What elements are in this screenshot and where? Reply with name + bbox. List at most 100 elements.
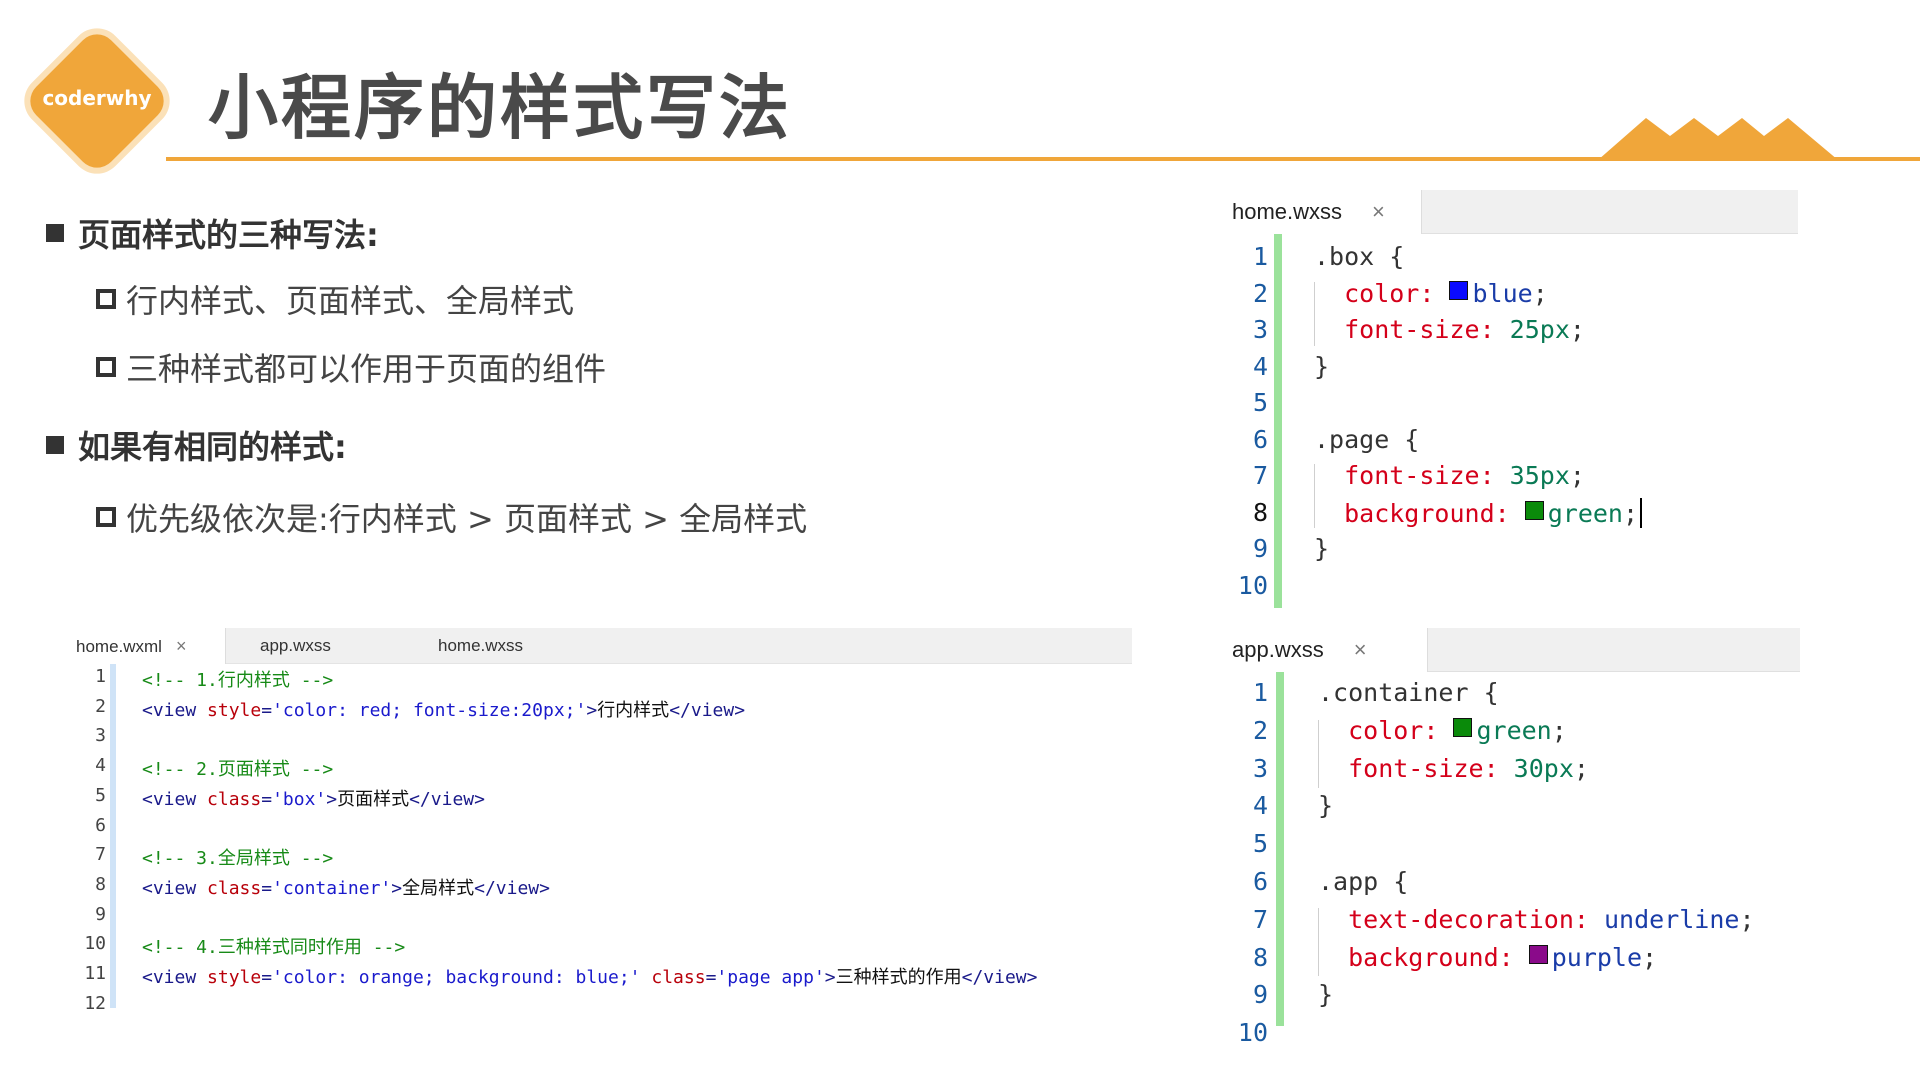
code-token: ; <box>1569 461 1585 490</box>
indent-guide <box>1318 908 1319 976</box>
code-line: <view class='container'>全局样式</view> <box>142 874 550 900</box>
tab-label: app.wxss <box>1232 637 1324 662</box>
code-token: <!-- 2.页面样式 --> <box>142 759 334 781</box>
line-number: 10 <box>1237 570 1268 600</box>
code-token: 'box' <box>272 788 327 810</box>
code-token: = <box>705 967 717 988</box>
code-token: class <box>207 877 262 899</box>
code-line: .app { <box>1318 867 1408 896</box>
code-token: <view <box>142 967 208 988</box>
code-line: color: blue; <box>1314 279 1548 308</box>
code-token: .app { <box>1318 867 1409 896</box>
close-icon[interactable]: × <box>175 636 187 656</box>
code-line: } <box>1318 791 1333 820</box>
code-token: green <box>1476 715 1552 745</box>
bullet-item-text: 行内样式、页面样式、全局样式 <box>126 282 575 320</box>
code-token: class <box>207 788 262 810</box>
code-line: .page { <box>1314 425 1419 454</box>
code-token: .box { <box>1314 242 1405 271</box>
code-line: font-size: 30px; <box>1318 754 1589 783</box>
code-token: class <box>651 967 706 988</box>
tab-label: home.wxml <box>76 637 162 656</box>
line-number: 9 <box>95 903 106 925</box>
code-token: ; <box>1551 715 1567 745</box>
line-number: 9 <box>1252 534 1268 563</box>
code-token: } <box>1314 534 1330 563</box>
line-number: 7 <box>95 844 106 866</box>
close-icon[interactable]: × <box>1353 637 1367 662</box>
line-number: 10 <box>1237 1018 1268 1048</box>
tab-home-wxss[interactable]: home.wxss <box>406 628 606 664</box>
code-line: } <box>1318 980 1333 1009</box>
line-number: 3 <box>1252 315 1268 344</box>
line-number: 4 <box>1252 791 1268 821</box>
code-line: <!-- 3.全局样式 --> <box>142 844 333 870</box>
tab-home-wxml[interactable]: home.wxml × <box>58 628 226 664</box>
code-token: 'color: red; font-size:20px;' <box>272 699 587 721</box>
code-token: </view> <box>669 699 746 721</box>
code-line: <!-- 4.三种样式同时作用 --> <box>142 933 405 959</box>
hollow-square-icon <box>96 507 116 527</box>
color-swatch-icon[interactable] <box>1524 500 1544 520</box>
code-token <box>641 967 652 988</box>
line-number: 5 <box>1252 829 1268 859</box>
code-token: underline <box>1603 904 1740 934</box>
code-token: = <box>261 967 273 988</box>
code-line: text-decoration: underline; <box>1318 904 1754 934</box>
code-line: background: purple; <box>1318 943 1657 972</box>
indent-guide <box>1318 720 1319 788</box>
title-underline <box>166 157 1920 161</box>
line-number: 5 <box>1252 388 1268 417</box>
bullet-item: 三种样式都可以作用于页面的组件 <box>96 344 606 390</box>
code-token: } <box>1314 351 1330 381</box>
code-token: 35px <box>1509 461 1570 490</box>
code-token: 行内样式 <box>597 699 670 721</box>
line-number: 5 <box>95 784 106 806</box>
line-number: 2 <box>95 695 106 717</box>
line-number: 6 <box>95 814 106 836</box>
hollow-square-icon <box>96 289 116 309</box>
color-swatch-icon[interactable] <box>1449 280 1469 300</box>
code-token: background: <box>1318 942 1529 972</box>
text-cursor <box>1640 497 1643 528</box>
mountains-decoration <box>1598 118 1838 160</box>
code-token: </view> <box>474 877 550 899</box>
code-token: > <box>326 788 338 810</box>
line-number: 8 <box>1252 942 1268 972</box>
code-token: </view> <box>961 967 1038 988</box>
code-line: } <box>1314 352 1329 381</box>
tab-app-wxss[interactable]: app.wxss × <box>1198 628 1428 672</box>
close-icon[interactable]: × <box>1372 199 1385 224</box>
code-token: color: <box>1314 278 1450 308</box>
code-line: .box { <box>1314 242 1404 271</box>
code-line: <view style='color: orange; background: … <box>142 963 1037 989</box>
code-line: font-size: 35px; <box>1314 461 1585 490</box>
code-token: ; <box>1642 942 1658 972</box>
tab-app-wxss[interactable]: app.wxss <box>226 628 406 664</box>
code-line: <view style='color: red; font-size:20px;… <box>142 696 745 722</box>
gutter-bar <box>1276 672 1284 1026</box>
line-number: 12 <box>84 992 106 1014</box>
line-number: 8 <box>1252 497 1268 527</box>
color-swatch-icon[interactable] <box>1453 717 1473 737</box>
code-token: } <box>1318 980 1334 1010</box>
tab-label: home.wxss <box>1232 199 1343 224</box>
line-number: 1 <box>1252 678 1268 707</box>
code-line: background: green; <box>1314 497 1643 528</box>
code-token: text-decoration: <box>1318 904 1604 934</box>
page-title: 小程序的样式写法 <box>208 67 792 149</box>
code-line: font-size: 25px; <box>1314 315 1585 344</box>
color-swatch-icon[interactable] <box>1528 944 1548 964</box>
code-line: color: green; <box>1318 716 1567 745</box>
line-number: 3 <box>1252 753 1268 783</box>
code-token: <!-- 4.三种样式同时作用 --> <box>142 937 406 959</box>
line-number: 7 <box>1252 461 1268 490</box>
line-number: 10 <box>84 933 106 955</box>
editor-tab-bar: home.wxml × app.wxss home.wxss <box>58 628 1132 664</box>
code-token: style <box>207 699 262 721</box>
tab-home-wxss[interactable]: home.wxss × <box>1198 190 1422 234</box>
